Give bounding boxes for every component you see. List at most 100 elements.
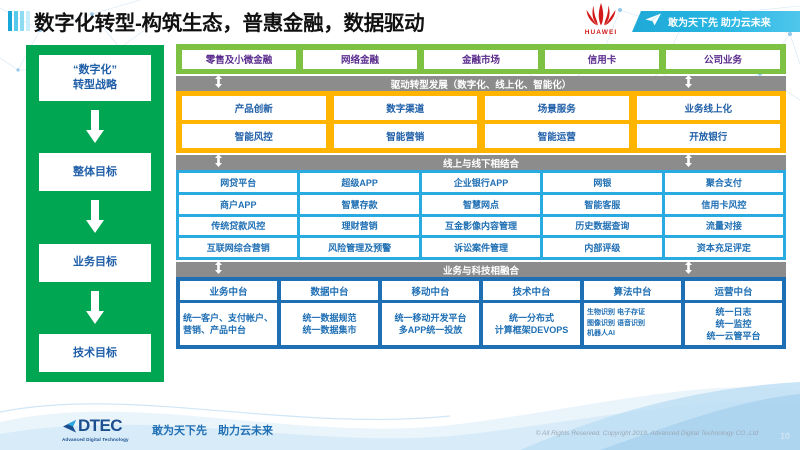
strategy-item-technology-goal[interactable]: 技术目标 [39, 333, 151, 372]
platform-title: 业务中台 [180, 281, 277, 300]
business-lines-band: 零售及小微金融 网络金融 金融市场 信用卡 公司业务 [176, 44, 786, 74]
footer-tagline: 敢为天下先 助力云未来 [152, 425, 273, 437]
platform-body: 统一分布式计算框架DEVOPS [483, 303, 580, 345]
platform-data-middle-office[interactable]: 数据中台 统一数据规范统一数据集市 [281, 281, 378, 345]
footer-wave-decoration [0, 382, 800, 450]
divider-2-text: 线上与线下相结合 [442, 158, 519, 170]
strategy-item-business-goal[interactable]: 业务目标 [39, 243, 151, 282]
platform-mobile-middle-office[interactable]: 移动中台 统一移动开发平台多APP统一投放 [382, 281, 479, 345]
slide-footer: DTEC Advanced Digital Technology 敢为天下先 助… [0, 398, 800, 450]
page-number: 10 [779, 431, 790, 441]
capability-smart-risk-control[interactable]: 智能风控 [182, 124, 326, 148]
capability-smart-operation[interactable]: 智能运营 [485, 124, 629, 148]
capabilities-row-1: 产品创新 数字渠道 场景服务 业务线上化 [182, 96, 780, 120]
slide-body: “数字化” 转型战略 整体目标 业务目标 技术目标 零售及小微金融 网络金融 [0, 42, 800, 397]
huawei-flower-icon [586, 3, 616, 26]
business-line-internet-finance[interactable]: 网络金融 [303, 49, 417, 69]
platform-algorithm-middle-office[interactable]: 算法中台 生物识别 电子存证图像识别 语音识别机器人AI [584, 281, 681, 345]
capability-smart-marketing[interactable]: 智能营销 [333, 124, 477, 148]
business-line-corporate[interactable]: 公司业务 [666, 49, 780, 69]
app-credit-card-risk-control[interactable]: 信用卡风控 [664, 194, 784, 214]
business-line-financial-market[interactable]: 金融市场 [424, 49, 538, 69]
app-online-lending-platform[interactable]: 网贷平台 [179, 173, 298, 192]
app-corporate-banking-app[interactable]: 企业银行APP [421, 173, 541, 192]
divider-1-text: 驱动转型发展（数字化、线上化、智能化） [390, 79, 572, 91]
applications-band: 网贷平台 超级APP 企业银行APP 网银 聚合支付 商户APP 智慧存款 智慧… [176, 170, 786, 260]
updown-arrow-icon [684, 74, 693, 93]
slide-header: 数字化转型-构筑生态，普惠金融，数据驱动 HUAWEI 敢为 [0, 0, 800, 42]
dtec-mark-icon [63, 420, 76, 433]
strategy-arrow-2 [84, 191, 106, 243]
app-aggregate-payment[interactable]: 聚合支付 [664, 173, 784, 192]
app-merchant-app[interactable]: 商户APP [179, 194, 298, 214]
strategy-arrow-1 [84, 101, 106, 153]
applications-row-4: 互联网综合营销 风险管理及预警 诉讼案件管理 内部评级 资本充足评定 [179, 238, 784, 257]
title-bars-icon [8, 11, 30, 31]
app-internet-integrated-marketing[interactable]: 互联网综合营销 [179, 238, 298, 257]
app-online-banking[interactable]: 网银 [543, 173, 662, 192]
app-wealth-marketing[interactable]: 理财营销 [300, 216, 419, 236]
app-internal-rating[interactable]: 内部评级 [543, 238, 662, 257]
divider-drive-transformation: 驱动转型发展（数字化、线上化、智能化） [176, 74, 786, 93]
app-litigation-case-management[interactable]: 诉讼案件管理 [421, 238, 541, 257]
content-stack: 零售及小微金融 网络金融 金融市场 信用卡 公司业务 驱动转型发展（数字化、线上… [176, 42, 786, 394]
dtec-subtitle: Advanced Digital Technology [62, 437, 129, 442]
applications-row-2: 商户APP 智慧存款 智慧网点 智能客服 信用卡风控 [179, 194, 784, 214]
updown-arrow-icon [214, 153, 223, 172]
platform-title: 运营中台 [685, 281, 782, 300]
app-super-app[interactable]: 超级APP [300, 173, 419, 192]
platform-technology-middle-office[interactable]: 技术中台 统一分布式计算框架DEVOPS [483, 281, 580, 345]
platform-body: 统一移动开发平台多APP统一投放 [382, 303, 479, 345]
strategy-item-line2: 转型战略 [73, 79, 117, 91]
capabilities-band: 产品创新 数字渠道 场景服务 业务线上化 智能风控 智能营销 智能运营 开放银行 [176, 91, 786, 153]
app-historical-data-query[interactable]: 历史数据查询 [543, 216, 662, 236]
dtec-wordmark: DTEC [78, 416, 122, 435]
copyright-text: © All Rights Reserved. Copyright 2019. A… [535, 430, 758, 437]
platform-body: 统一数据规范统一数据集市 [281, 303, 378, 345]
platform-body: 统一日志统一监控统一云管平台 [685, 303, 782, 345]
business-line-retail[interactable]: 零售及小微金融 [182, 49, 296, 69]
strategy-column: “数字化” 转型战略 整体目标 业务目标 技术目标 [26, 45, 164, 382]
app-traditional-loan-risk-control[interactable]: 传统贷款风控 [179, 216, 298, 236]
divider-business-technology: 业务与科技相融合 [176, 260, 786, 279]
huawei-wordmark: HUAWEI [584, 29, 618, 36]
dtec-logo: DTEC Advanced Digital Technology [62, 416, 152, 442]
app-smart-branch[interactable]: 智慧网点 [421, 194, 541, 214]
applications-row-1: 网贷平台 超级APP 企业银行APP 网银 聚合支付 [179, 173, 784, 192]
capability-open-banking[interactable]: 开放银行 [636, 124, 780, 148]
app-capital-adequacy-assessment[interactable]: 资本充足评定 [664, 238, 784, 257]
applications-row-3: 传统贷款风控 理财营销 互金影像内容管理 历史数据查询 流量对接 [179, 216, 784, 236]
huawei-logo: HUAWEI [575, 2, 627, 40]
platform-business-middle-office[interactable]: 业务中台 统一客户、支付帐户、营销、产品中台 [180, 281, 277, 345]
capability-business-online[interactable]: 业务线上化 [636, 96, 780, 120]
divider-3-text: 业务与科技相融合 [442, 265, 519, 277]
app-traffic-integration[interactable]: 流量对接 [664, 216, 784, 236]
platform-title: 算法中台 [584, 281, 681, 300]
strategy-item-line1: “数字化” [73, 64, 117, 77]
app-smart-customer-service[interactable]: 智能客服 [543, 194, 662, 214]
app-smart-deposit[interactable]: 智慧存款 [300, 194, 419, 214]
business-line-credit-card[interactable]: 信用卡 [545, 49, 659, 69]
platform-operations-middle-office[interactable]: 运营中台 统一日志统一监控统一云管平台 [685, 281, 782, 345]
strategy-item-digital-transformation[interactable]: “数字化” 转型战略 [39, 55, 151, 101]
app-risk-management-warning[interactable]: 风险管理及预警 [300, 238, 419, 257]
capability-digital-channel[interactable]: 数字渠道 [333, 96, 477, 120]
huawei-slogan-banner: 敢为天下先 助力云未来 [632, 11, 800, 32]
paper-plane-icon [645, 13, 662, 31]
strategy-item-overall-goal[interactable]: 整体目标 [39, 153, 151, 192]
platform-title: 数据中台 [281, 281, 378, 300]
app-image-content-management[interactable]: 互金影像内容管理 [421, 216, 541, 236]
capabilities-row-2: 智能风控 智能营销 智能运营 开放银行 [182, 124, 780, 148]
updown-arrow-icon [214, 74, 223, 93]
updown-arrow-icon [214, 260, 223, 279]
platforms-band: 业务中台 统一客户、支付帐户、营销、产品中台 数据中台 统一数据规范统一数据集市… [176, 277, 786, 349]
platform-title: 技术中台 [483, 281, 580, 300]
strategy-arrow-3 [84, 282, 106, 334]
divider-online-offline: 线上与线下相结合 [176, 153, 786, 172]
page-title: 数字化转型-构筑生态，普惠金融，数据驱动 [34, 12, 425, 35]
platform-body: 生物识别 电子存证图像识别 语音识别机器人AI [584, 303, 681, 345]
capability-scenario-service[interactable]: 场景服务 [485, 96, 629, 120]
capability-product-innovation[interactable]: 产品创新 [182, 96, 326, 120]
platform-body: 统一客户、支付帐户、营销、产品中台 [180, 303, 277, 345]
